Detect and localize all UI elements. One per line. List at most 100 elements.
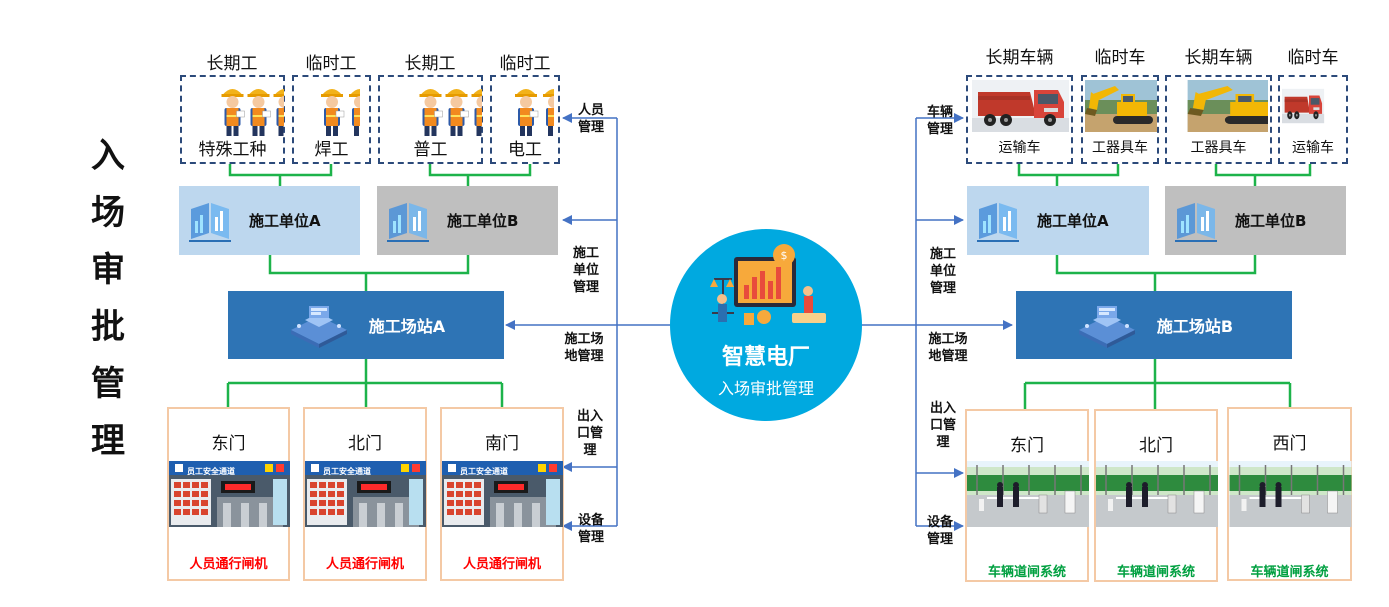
label-line: 施工 — [572, 246, 599, 261]
construction-unit-a[interactable]: 施工单位A — [179, 186, 360, 255]
gate-caption: 人员通行闸机 — [325, 557, 404, 572]
label-line: 地管理 — [928, 349, 968, 364]
worker-card[interactable]: 普工 — [378, 75, 483, 164]
unit-management-label: 施工 单位 管理 — [923, 246, 963, 297]
dump-truck-image — [972, 80, 1069, 132]
vehicle-card[interactable]: 运输车 — [966, 75, 1073, 164]
vehicle-type: 工器具车 — [1092, 140, 1148, 156]
vehicle-card[interactable]: 工器具车 — [1165, 75, 1272, 164]
vehicle-card[interactable]: 运输车 — [1278, 75, 1348, 164]
title-char: 管 — [91, 364, 125, 404]
worker-card[interactable]: 焊工 — [292, 75, 371, 164]
gate-name: 西门 — [1272, 434, 1307, 454]
vehicle-group-label: 长期车辆 — [985, 48, 1054, 68]
data-screen-icon — [383, 199, 433, 243]
gate-card[interactable]: 西门 车辆道闸系统 — [1227, 407, 1352, 581]
unit-label: 施工单位B — [1235, 212, 1307, 230]
label-line: 单位 — [929, 264, 956, 279]
barrier-gate-image — [1229, 461, 1352, 527]
site-management-label: 施工场 地管理 — [561, 331, 607, 365]
label-line: 口管 — [929, 418, 956, 433]
workers-image — [304, 83, 360, 137]
barrier-gate-image — [967, 461, 1089, 527]
isometric-platform-icon — [1075, 300, 1139, 350]
excavator-image — [1085, 80, 1157, 132]
vehicle-card[interactable]: 工器具车 — [1081, 75, 1159, 164]
label-line: 管理 — [577, 530, 604, 545]
title-char: 批 — [91, 307, 125, 347]
vehicle-type: 工器具车 — [1190, 140, 1247, 156]
unit-label: 施工单位A — [1037, 212, 1109, 230]
gate-card[interactable]: 南门 员工安全通道 人员通行闸机 — [440, 407, 564, 581]
label-line: 单位 — [572, 263, 599, 278]
worker-type: 焊工 — [314, 140, 349, 160]
worker-type: 特殊工种 — [198, 140, 267, 160]
unit-management-label: 施工 单位 管理 — [566, 245, 606, 296]
unit-label: 施工单位A — [249, 212, 321, 230]
gate-card[interactable]: 东门 车辆道闸系统 — [965, 409, 1089, 582]
gate-name: 北门 — [348, 434, 382, 454]
label-line: 施工场 — [928, 332, 968, 347]
gate-caption: 车辆道闸系统 — [987, 565, 1066, 580]
label-line: 管理 — [572, 280, 599, 295]
vehicle-group-label: 长期车辆 — [1184, 48, 1253, 68]
gate-card[interactable]: 东门 员工安全通道 人员通行闸机 — [167, 407, 290, 581]
gate-sign: 员工安全通道 — [187, 467, 235, 476]
worker-card[interactable]: 电工 — [490, 75, 560, 164]
vertical-title: 入 场 审 批 管 理 — [88, 128, 128, 470]
label-line: 出入 — [576, 409, 603, 424]
title-char: 理 — [91, 421, 125, 461]
worker-type: 电工 — [508, 140, 542, 160]
gate-caption: 车辆道闸系统 — [1250, 565, 1329, 580]
station-label: 施工场站B — [1156, 317, 1234, 336]
gate-name: 南门 — [485, 434, 519, 454]
barrier-gate-image — [1096, 461, 1218, 527]
label-line: 设备 — [577, 513, 604, 528]
label-line: 车辆 — [926, 105, 953, 120]
worker-group-label: 临时工 — [305, 54, 357, 74]
vehicle-group-label: 临时车 — [1094, 48, 1146, 68]
workers-image — [181, 83, 284, 137]
workers-image — [379, 83, 482, 137]
workers-image — [498, 83, 554, 137]
data-screen-icon — [973, 199, 1023, 243]
isometric-platform-icon — [287, 300, 351, 350]
construction-unit-a[interactable]: 施工单位A — [967, 186, 1149, 255]
construction-unit-b[interactable]: 施工单位B — [1165, 186, 1346, 255]
vehicle-type: 运输车 — [1292, 140, 1334, 156]
entrance-management-label: 出入 口管 理 — [570, 408, 610, 459]
worker-card[interactable]: 特殊工种 — [180, 75, 285, 164]
gate-caption: 人员通行闸机 — [462, 557, 541, 572]
hub-subtitle: 入场审批管理 — [717, 379, 814, 398]
label-line: 理 — [936, 435, 950, 450]
station-a[interactable]: 施工场站A — [228, 291, 504, 359]
gate-sign: 员工安全通道 — [323, 467, 371, 476]
label-line: 施工场 — [564, 332, 604, 347]
label-line: 设备 — [926, 515, 953, 530]
vehicle-type: 运输车 — [998, 140, 1041, 156]
site-management-label: 施工场 地管理 — [925, 331, 971, 365]
equipment-management-label: 设备 管理 — [920, 514, 960, 548]
station-b[interactable]: 施工场站B — [1016, 291, 1292, 359]
label-line: 管理 — [926, 532, 953, 547]
label-line: 管理 — [929, 281, 956, 296]
gate-card[interactable]: 北门 员工安全通道 人员通行闸机 — [303, 407, 427, 581]
gate-caption: 车辆道闸系统 — [1116, 565, 1195, 580]
title-char: 审 — [91, 250, 125, 290]
label-line: 地管理 — [564, 349, 604, 364]
gate-caption: 人员通行闸机 — [189, 557, 268, 572]
title-char: 场 — [91, 193, 125, 233]
worker-group-label: 长期工 — [404, 54, 456, 74]
construction-unit-b[interactable]: 施工单位B — [377, 186, 558, 255]
vehicle-management-label: 车辆 管理 — [920, 104, 960, 138]
station-label: 施工场站A — [368, 317, 446, 336]
gate-sign: 员工安全通道 — [460, 467, 508, 476]
svg-text:$: $ — [781, 249, 788, 262]
personnel-management-label: 人员 管理 — [571, 102, 611, 136]
finance-illustration-icon: $ — [710, 244, 826, 325]
entrance-management-label: 出入 口管 理 — [923, 400, 963, 451]
label-line: 口管 — [576, 426, 603, 441]
gate-card[interactable]: 北门 车辆道闸系统 — [1094, 409, 1218, 582]
smart-plant-hub[interactable]: $ 智慧电厂 入场审批管理 — [670, 229, 862, 421]
